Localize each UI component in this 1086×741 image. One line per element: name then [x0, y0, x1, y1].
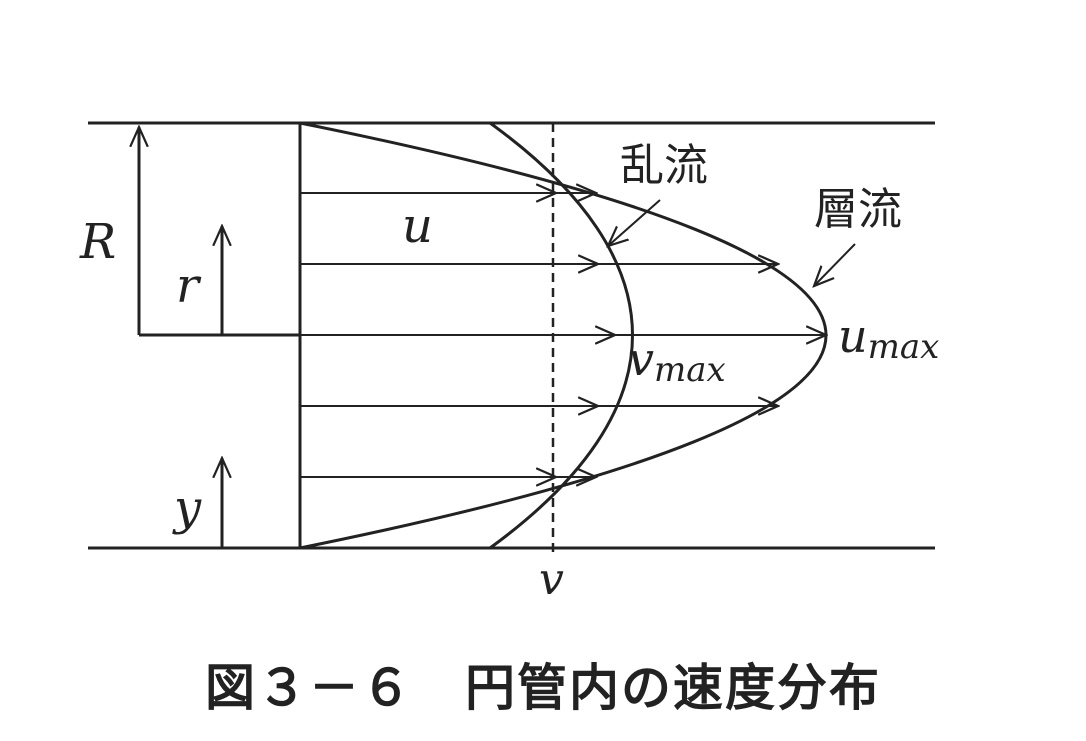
label-laminar: 層流	[814, 184, 902, 235]
label-turbulent: 乱流	[620, 140, 708, 191]
label-v-max: vmax	[628, 332, 726, 390]
label-u: u	[402, 198, 433, 254]
label-u-max-main: u	[838, 309, 868, 363]
label-v-max-main: v	[628, 332, 654, 386]
label-r: r	[176, 258, 202, 314]
label-R: R	[79, 214, 116, 270]
label-y: y	[172, 480, 202, 536]
label-v-max-sub: max	[654, 350, 726, 390]
label-v: v	[539, 554, 564, 605]
label-u-max-sub: max	[868, 327, 940, 367]
figure-caption: 図３－６ 円管内の速度分布	[205, 658, 881, 717]
turbulent-leader-arrow	[608, 199, 661, 246]
label-u-max: umax	[838, 309, 939, 367]
laminar-leader-arrow	[814, 243, 856, 286]
